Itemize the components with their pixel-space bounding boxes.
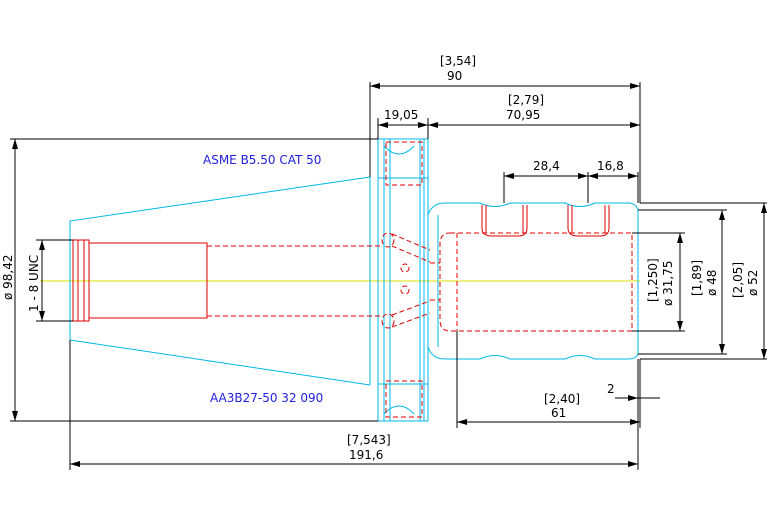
end-offset-label: 2	[607, 382, 615, 396]
bore-dia-in-label: [1,250]	[646, 258, 660, 302]
standard-note: ASME B5.50 CAT 50	[203, 153, 321, 167]
hidden-lines	[72, 141, 633, 418]
bore-dia-mm-label: ø 31,75	[661, 260, 675, 306]
flange-outline	[377, 138, 429, 422]
body-dia-mm-label: ø 52	[746, 270, 760, 296]
flange-width-label: 19,05	[384, 108, 418, 122]
screw-pos-2-label: 16,8	[597, 159, 624, 173]
body-dia-in-label: [2,05]	[731, 262, 745, 298]
total-length-in-label: [7,543]	[347, 433, 391, 447]
flange-dia-label: ø 98,42	[1, 254, 15, 300]
screw-pos-1-label: 28,4	[533, 159, 560, 173]
nose-outline	[427, 202, 639, 360]
total-length-mm-label: 191,6	[349, 448, 383, 462]
nose-dia-in-label: [1,89]	[690, 260, 704, 296]
nose-length-mm-label: 70,95	[506, 108, 540, 122]
bore-depth-in-label: [2,40]	[544, 392, 580, 406]
arrowheads	[12, 83, 767, 467]
drawbar-thread-label: 1 - 8 UNC	[27, 255, 41, 312]
bore-depth-mm-label: 61	[551, 406, 566, 420]
nose-dia-mm-label: ø 48	[705, 270, 719, 296]
nose-length-in-label: [2,79]	[508, 93, 544, 107]
part-number-note: AA3B27-50 32 090	[210, 391, 323, 405]
dimension-lines	[10, 82, 767, 470]
projection-mm-label: 90	[447, 69, 462, 83]
projection-in-label: [3,54]	[440, 54, 476, 68]
taper-outline	[69, 176, 371, 386]
